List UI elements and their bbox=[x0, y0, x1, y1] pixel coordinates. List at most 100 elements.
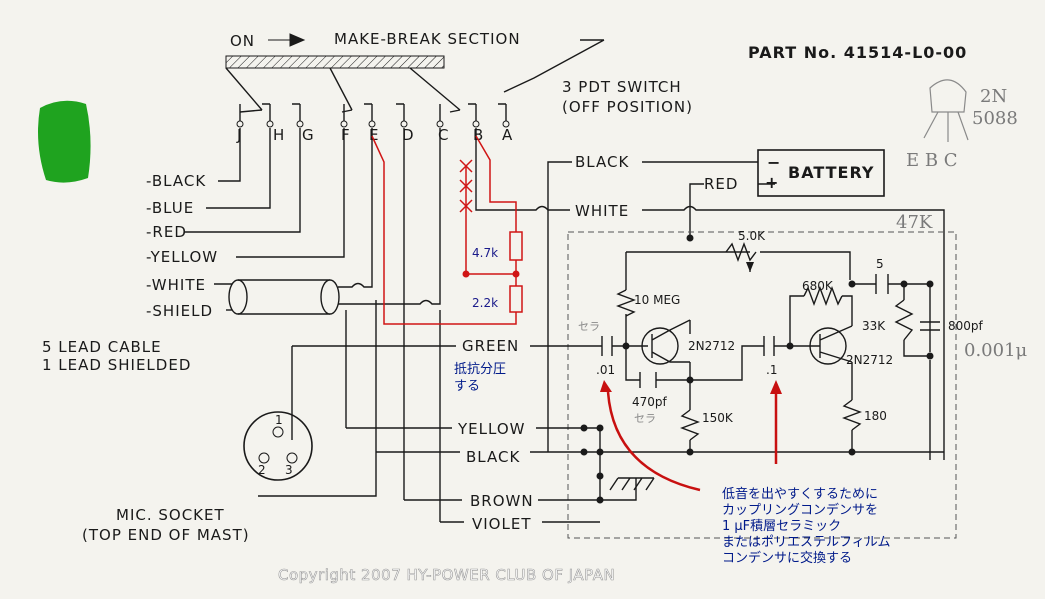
switch-subtitle: (OFF POSITION) bbox=[562, 98, 693, 116]
q2-label: 2N2712 bbox=[846, 353, 893, 367]
pencil-5088: 5088 bbox=[972, 108, 1018, 129]
pencil-ceramic-1: セラ bbox=[578, 320, 600, 333]
lead-blue-label: -BLUE bbox=[146, 199, 194, 217]
c-470pf-label: 470pf bbox=[632, 395, 668, 409]
cut-marks-icon bbox=[459, 159, 473, 213]
coupling-note-line2: カップリングコンデンサを bbox=[722, 502, 878, 518]
switch-terminals: J H G F E D C B A bbox=[236, 126, 512, 144]
part-number: PART No. 41514-L0-00 bbox=[748, 43, 967, 62]
mic-pin-1-label: 1 bbox=[275, 413, 283, 427]
cable-desc-line2: 1 LEAD SHIELDED bbox=[42, 356, 191, 374]
battery-minus: − bbox=[767, 153, 781, 172]
divider-note-line2: する bbox=[454, 379, 480, 394]
switch-title: 3 PDT SWITCH bbox=[562, 78, 682, 96]
terminal-j: J bbox=[236, 126, 242, 144]
mic-pin-3-label: 3 bbox=[285, 463, 293, 477]
r-180 bbox=[842, 399, 862, 431]
cable-desc-line1: 5 LEAD CABLE bbox=[42, 338, 162, 356]
lead-white-label: -WHITE bbox=[146, 276, 206, 294]
pencil-pins: E B C bbox=[906, 150, 958, 171]
c-5 bbox=[875, 274, 889, 294]
section-leader bbox=[503, 39, 605, 93]
q1-label: 2N2712 bbox=[688, 339, 735, 353]
r-10meg bbox=[616, 289, 636, 317]
copyright: Copyright 2007 HY-POWER CLUB OF JAPAN bbox=[278, 566, 615, 584]
pencil-0001: 0.001μ bbox=[964, 340, 1028, 361]
c-800pf-label: 800pf bbox=[948, 319, 984, 333]
lead-shield-label: -SHIELD bbox=[146, 302, 213, 320]
mod-r2-label: 2.2k bbox=[472, 296, 498, 310]
mic-socket-sublabel: (TOP END OF MAST) bbox=[82, 526, 250, 544]
mic-pin-3 bbox=[286, 452, 298, 464]
battery-red-label: RED bbox=[704, 175, 738, 193]
switch-levers bbox=[225, 67, 461, 111]
pencil-ceramic-2: セラ bbox=[634, 412, 656, 425]
lead-red-label: -RED bbox=[146, 223, 187, 241]
mod-r1-label: 4.7k bbox=[472, 246, 498, 260]
pencil-transistor-icon bbox=[929, 79, 967, 113]
c-01-label: .01 bbox=[596, 363, 615, 377]
amplifier-board-outline bbox=[567, 231, 957, 539]
c-800pf bbox=[920, 321, 940, 331]
switch-actuator-bar bbox=[225, 55, 445, 69]
coupling-note-line1: 低音を出やすくするために bbox=[722, 486, 878, 502]
r-33k bbox=[894, 299, 914, 341]
battery-label: BATTERY bbox=[788, 163, 875, 182]
terminal-e: E bbox=[369, 126, 379, 144]
green-marker-mark bbox=[38, 100, 91, 183]
lead-green-label: GREEN bbox=[462, 337, 519, 355]
cable-lead-labels: -BLACK -BLUE -RED -YELLOW -WHITE -SHIELD bbox=[146, 172, 218, 320]
ground-icon bbox=[609, 477, 655, 491]
mod-resistor-4k7 bbox=[509, 231, 523, 261]
red-modification bbox=[371, 135, 523, 325]
white-lead-wire bbox=[475, 128, 945, 460]
q1-transistor bbox=[641, 327, 679, 365]
mic-socket bbox=[243, 411, 313, 481]
c-470pf bbox=[639, 372, 657, 388]
battery-box bbox=[757, 149, 885, 197]
terminal-c: C bbox=[438, 126, 449, 144]
r-150k bbox=[680, 409, 700, 441]
lead-violet-label: VIOLET bbox=[472, 515, 532, 533]
mod-resistor-2k2 bbox=[509, 285, 523, 313]
on-label: ON bbox=[230, 32, 255, 50]
white-lead-label: WHITE bbox=[575, 202, 629, 220]
r-680k bbox=[803, 286, 843, 306]
divider-note-line1: 抵抗分圧 bbox=[454, 362, 506, 377]
cable-lead-wires bbox=[184, 128, 345, 311]
lead-brown-label: BROWN bbox=[470, 492, 534, 510]
mic-pin-2 bbox=[258, 452, 270, 464]
terminal-h: H bbox=[273, 126, 285, 144]
lead-yellow-amp-label: YELLOW bbox=[457, 420, 525, 438]
r-10meg-label: 10 MEG bbox=[634, 293, 680, 307]
c-01 bbox=[601, 336, 613, 356]
c-1-label: .1 bbox=[766, 363, 777, 377]
r-33k-label: 33K bbox=[862, 319, 886, 333]
lead-black-amp-label: BLACK bbox=[466, 448, 520, 466]
lead-yellow-label: -YELLOW bbox=[146, 248, 218, 266]
arrow-to-c01 bbox=[606, 391, 701, 492]
r-680k-label: 680K bbox=[802, 279, 834, 293]
terminal-d: D bbox=[402, 126, 415, 144]
r-150k-label: 150K bbox=[702, 411, 734, 425]
c-1 bbox=[763, 336, 775, 356]
coupling-note-line3: 1 μF積層セラミック bbox=[722, 519, 841, 534]
pot-label: 5.0K bbox=[738, 229, 766, 243]
black-return-wire bbox=[547, 161, 572, 452]
coupling-note: 低音を出やすくするために カップリングコンデンサを 1 μF積層セラミック また… bbox=[722, 486, 890, 566]
battery-plus: + bbox=[765, 173, 779, 192]
q2-leads bbox=[810, 325, 853, 363]
switch-lever-tips bbox=[239, 109, 461, 113]
q1-leads bbox=[651, 319, 691, 363]
coupling-note-line5: コンデンサに交換する bbox=[722, 550, 852, 566]
terminal-b: B bbox=[473, 126, 484, 144]
pot-resistor bbox=[725, 242, 757, 262]
pencil-47k: 47K bbox=[896, 212, 933, 233]
section-title: MAKE-BREAK SECTION bbox=[334, 30, 521, 48]
mic-pin-2-label: 2 bbox=[258, 463, 266, 477]
shielded-cable bbox=[228, 128, 441, 315]
battery-black-label: BLACK bbox=[575, 153, 629, 171]
terminal-f: F bbox=[341, 126, 351, 144]
junction-dots bbox=[580, 234, 934, 504]
